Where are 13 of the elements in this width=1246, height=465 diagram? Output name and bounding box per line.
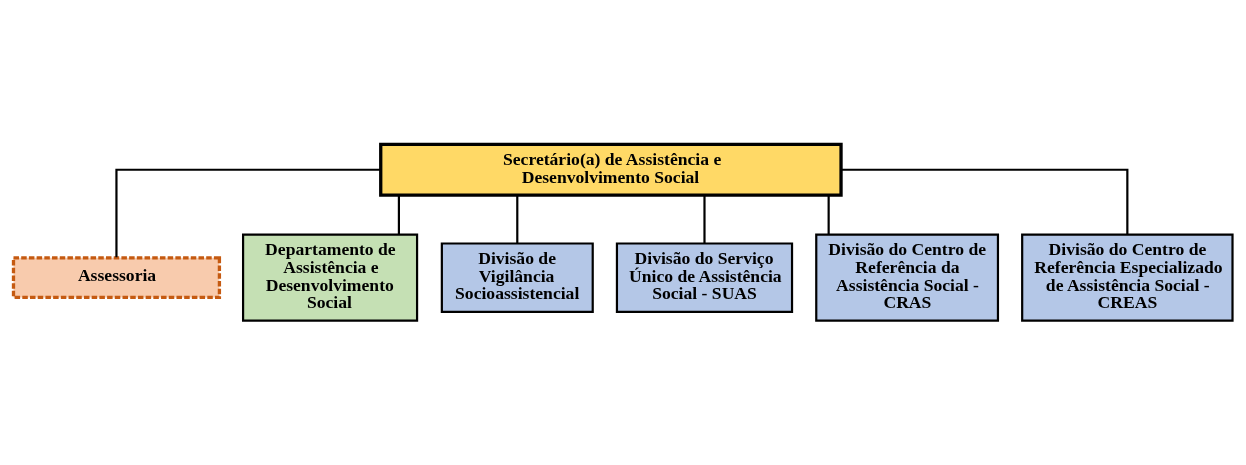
connector bbox=[516, 195, 519, 244]
connector bbox=[841, 168, 1129, 235]
node-box: Departamento de Assistência e Desenvolvimento Social bbox=[242, 233, 419, 322]
node-box: Divisão do Centro de Referência Especializado de Assistência Social - CREAS bbox=[1021, 233, 1234, 322]
node-box: Divisão de Vigilância Socioassistencial bbox=[440, 242, 594, 313]
connector bbox=[827, 195, 830, 235]
connector bbox=[703, 195, 706, 244]
node-box: Assessoria bbox=[11, 256, 222, 300]
node-box: Divisão do Centro de Referência da Assistência Social - CRAS bbox=[815, 233, 1000, 322]
node-box: Divisão do Serviço Único de Assistência Social - SUAS bbox=[615, 242, 794, 313]
connector bbox=[115, 168, 381, 258]
node-box: Secretário(a) de Assistência e Desenvolvimento Social bbox=[379, 142, 843, 197]
connector bbox=[397, 195, 400, 235]
